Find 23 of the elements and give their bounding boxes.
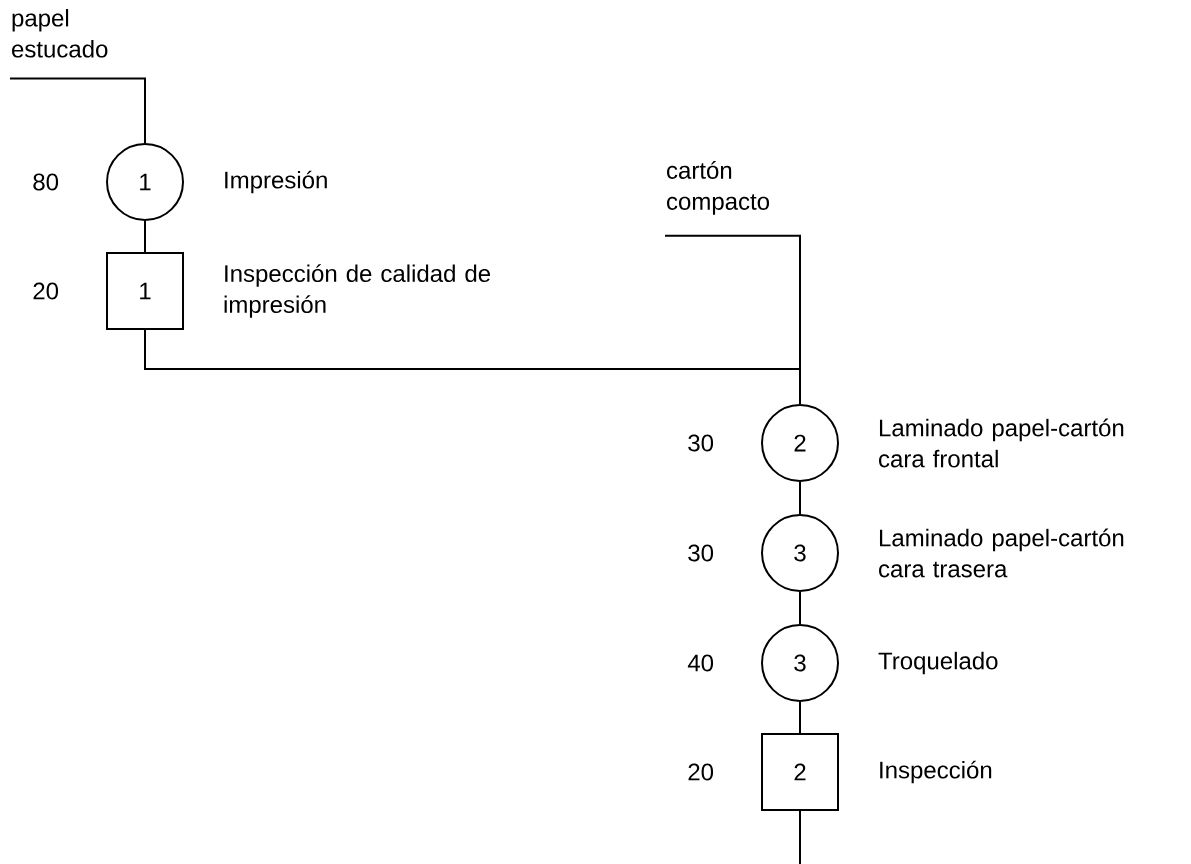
inspection-box: 2 [761,733,839,811]
step-description: Troquelado [878,651,998,675]
flow-line [664,234,801,405]
time-label: 30 [688,434,714,452]
material-label: papel estucado [12,9,108,58]
time-label: 40 [687,654,714,672]
material-label: cartón compacto [667,161,770,215]
flow-line [799,481,801,515]
step-description: Impresión [225,170,327,194]
step-description: Inspección [880,760,992,784]
inspection-box: 1 [106,252,184,330]
flow-line [799,810,801,864]
flow-line [144,220,146,253]
step-description: Laminado papel-cartón cara trasera [879,528,1124,578]
time-label: 20 [33,282,59,300]
flow-line [9,77,146,144]
time-label: 30 [688,544,714,562]
flow-line [799,701,801,734]
flow-line [799,591,801,625]
step-description: Laminado papel-cartón cara frontal [879,418,1124,468]
time-label: 20 [688,763,714,781]
time-label: 80 [33,173,59,191]
step-description: Inspección de calidad de impresión [224,264,491,318]
